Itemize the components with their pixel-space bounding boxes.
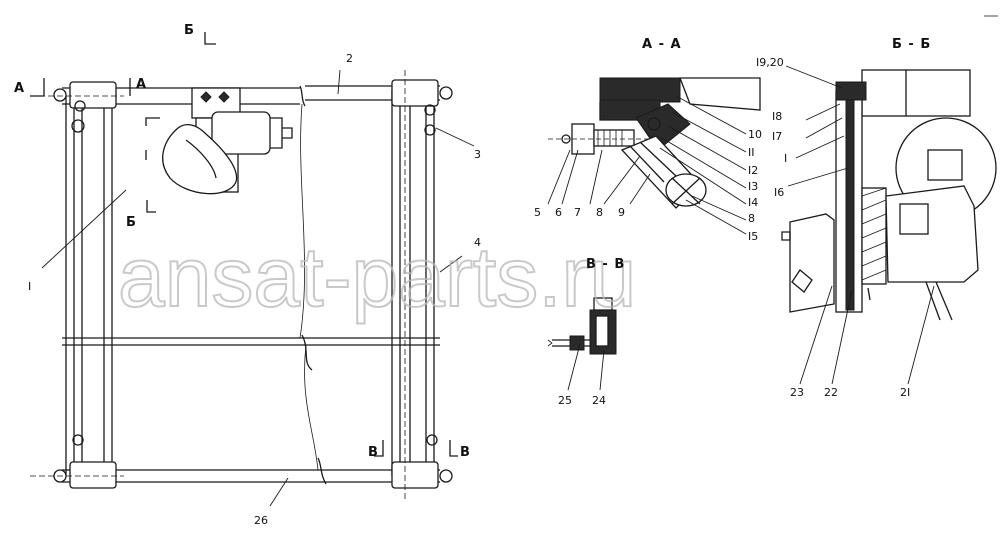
- callout-21: 2I: [900, 386, 910, 399]
- section-v-v-title: В - В: [586, 257, 625, 272]
- callout-15: I5: [748, 230, 758, 243]
- marker-b-mid: Б: [126, 215, 137, 230]
- section-b-b-view: [781, 15, 998, 321]
- marker-v-right: В: [460, 445, 471, 460]
- callout-10: 10: [748, 128, 762, 141]
- callout-17: I7: [772, 130, 782, 143]
- marker-a-left: А: [14, 81, 25, 96]
- callout-22: 22: [824, 386, 838, 399]
- callout-2: 2: [346, 52, 353, 65]
- section-a-a-view: [548, 77, 761, 209]
- main-frame-view: [30, 32, 458, 500]
- callout-24: 24: [592, 394, 606, 407]
- callout-9: 9: [618, 206, 625, 219]
- callout-1-side: I: [784, 152, 787, 165]
- callout-1-main: I: [28, 280, 31, 293]
- callout-8b: 8: [748, 212, 755, 225]
- callout-3: 3: [474, 148, 481, 161]
- leader-lines: [41, 65, 935, 507]
- callout-5: 5: [534, 206, 541, 219]
- callout-18: I8: [772, 110, 782, 123]
- callout-23: 23: [790, 386, 804, 399]
- callout-4: 4: [474, 236, 481, 249]
- callout-19-20: I9,20: [756, 56, 784, 69]
- callout-13: I3: [748, 180, 758, 193]
- marker-a-right: А: [136, 77, 147, 92]
- section-b-b-title: Б - Б: [892, 37, 931, 52]
- callout-8a: 8: [596, 206, 603, 219]
- callout-14: I4: [748, 196, 758, 209]
- marker-v-left: В: [368, 445, 379, 460]
- section-a-a-title: А - А: [642, 37, 682, 52]
- callout-25: 25: [558, 394, 572, 407]
- watermark-text: ansat-parts.ru: [118, 230, 636, 324]
- marker-b-top: Б: [184, 23, 195, 38]
- section-v-v-view: [547, 297, 617, 355]
- callout-11: II: [748, 146, 755, 159]
- callout-16: I6: [774, 186, 784, 199]
- callout-12: I2: [748, 164, 758, 177]
- callout-7: 7: [574, 206, 581, 219]
- callout-26: 26: [254, 514, 268, 527]
- callout-6: 6: [555, 206, 562, 219]
